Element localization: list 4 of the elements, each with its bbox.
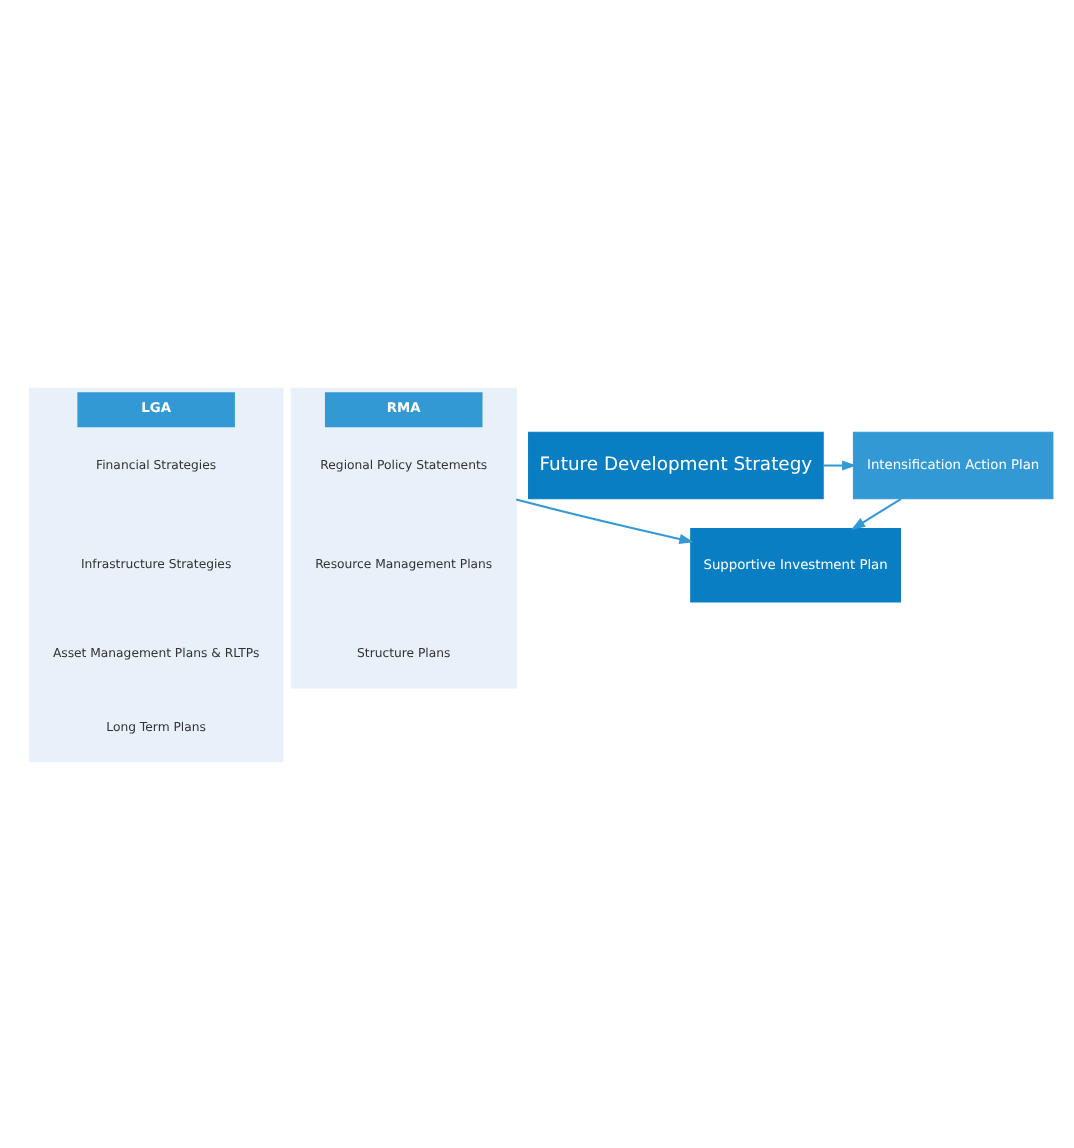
arrow xyxy=(823,459,857,470)
arrow xyxy=(516,497,694,543)
node-box: Future Development Strategy xyxy=(528,430,824,499)
arrow xyxy=(850,496,902,529)
